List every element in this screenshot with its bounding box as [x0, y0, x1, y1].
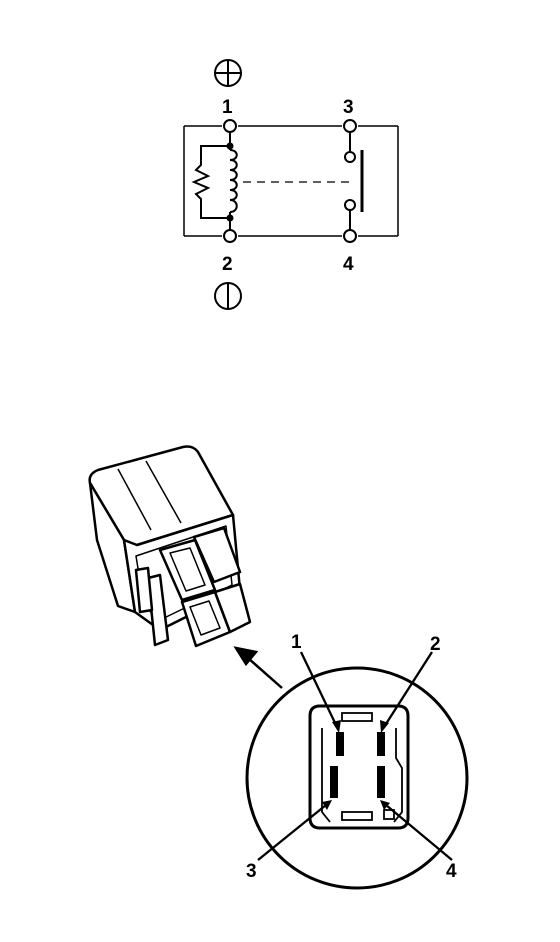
terminal-1-label: 1	[222, 97, 233, 118]
relay-housing-outline	[183, 125, 399, 237]
magnifier-circle	[245, 666, 469, 890]
relay-side-face	[88, 481, 137, 614]
switch-contacts	[344, 132, 364, 230]
resistor-branch	[191, 145, 230, 219]
connector-pins	[330, 732, 385, 798]
connector-pin-4	[377, 766, 385, 798]
pin-leader-lines	[257, 651, 453, 861]
coil-circuit	[191, 132, 238, 230]
pin-4-label: 4	[446, 861, 457, 882]
terminal-4-label: 4	[343, 254, 354, 275]
connector-pin-2	[377, 732, 385, 756]
relay-schematic	[183, 59, 399, 310]
pin-1-label: 1	[291, 632, 302, 653]
terminal-3-label: 3	[343, 97, 354, 118]
coil-winding	[229, 149, 238, 213]
connector-pin-1	[336, 732, 344, 756]
pin-2-label: 2	[430, 634, 441, 655]
terminal-2-label: 2	[222, 254, 233, 275]
pin-3-label: 3	[246, 861, 257, 882]
connector-pin-3	[330, 766, 338, 798]
terminal-2	[223, 229, 237, 243]
relay-blades	[134, 526, 252, 648]
terminal-1	[223, 119, 237, 133]
view-direction-arrow	[233, 646, 283, 689]
negative-symbol	[214, 282, 242, 310]
positive-symbol	[214, 59, 242, 87]
connector-face-outline	[308, 704, 410, 830]
connector-magnified-view	[245, 651, 469, 890]
relay-body-illustration	[88, 445, 252, 648]
relay-top-ribs	[117, 460, 182, 531]
terminal-3	[343, 119, 357, 133]
terminal-4	[343, 229, 357, 243]
